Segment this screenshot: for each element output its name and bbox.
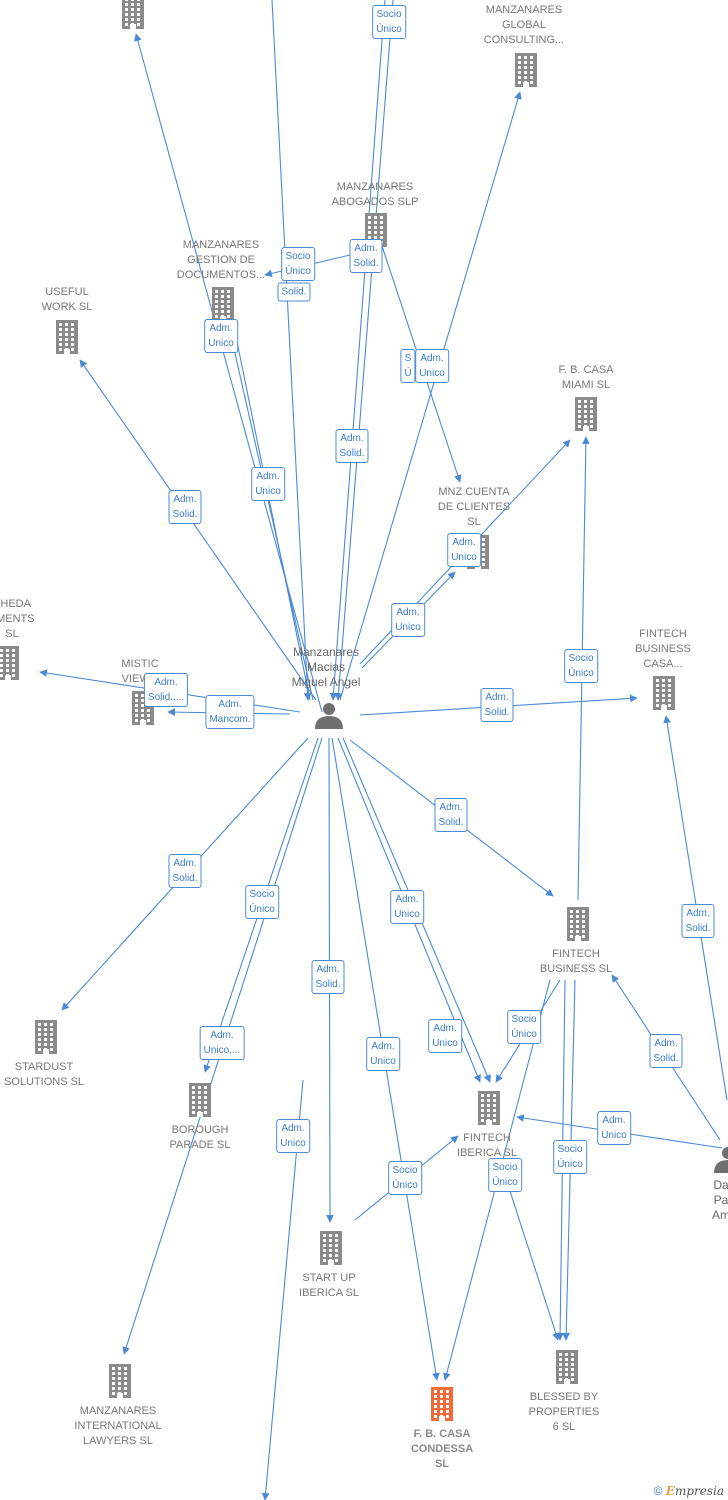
edge-role-label[interactable]: Adm. Unico [204,319,238,353]
building-icon[interactable] [556,1350,578,1384]
node-label-intl[interactable]: MANZANARES INTERNATIONAL LAWYERS SL [74,1405,162,1447]
edge-role-label[interactable]: Adm. Unico [597,1111,631,1145]
edge-role-label[interactable]: Adm. Solid. [480,688,514,722]
node-label-iberica[interactable]: FINTECH IBERICA SL [457,1132,517,1159]
copyright-symbol: © [653,1484,663,1498]
building-icon[interactable] [122,0,144,29]
empresia-watermark[interactable]: © Empresia [654,1484,724,1498]
edge-role-label[interactable]: Adm. Solid. [311,960,345,994]
building-icon[interactable] [515,53,537,87]
edge-role-label[interactable]: Adm. Unico [390,890,424,924]
building-icon[interactable] [575,397,597,431]
node-label-fbcasa_top[interactable]: FINTECH BUSINESS CASA... [635,628,691,670]
edge-role-label[interactable]: Adm. Solid. [168,490,202,524]
building-icon[interactable] [320,1231,342,1265]
edge-role-label[interactable]: Socio Único [388,1161,422,1195]
building-icon[interactable] [56,320,78,354]
edge-role-label[interactable]: Socio Único [488,1158,522,1192]
edge-role-label[interactable]: Adm. Mancom. [205,695,255,729]
node-label-sheda[interactable]: SHEDA TMENTS SL [0,598,35,640]
building-icon[interactable] [212,287,234,321]
relation-edge [225,321,314,701]
node-label-abogados[interactable]: MANZANARES ABOGADOS SLP [331,181,419,208]
edge-role-label[interactable]: Socio Único [564,649,598,683]
edge-role-label[interactable]: Adm. Solid. [168,854,202,888]
edge-role-label[interactable]: Adm. Solid. [335,429,369,463]
edge-role-label[interactable]: Adm. Solid. [434,798,468,832]
edge-role-label[interactable]: Adm. Unico [251,467,285,501]
edge-role-label[interactable]: Adm. Unico [447,533,481,567]
building-icon[interactable] [653,676,675,710]
person-icon[interactable] [714,1147,728,1173]
building-icon[interactable] [0,646,19,680]
node-label-stardust[interactable]: STARDUST SOLUTIONS SL [3,1061,85,1088]
node-label-borough[interactable]: BOROUGH PARADE SL [169,1124,231,1151]
brand-logo: Empresia [665,1484,724,1498]
building-icon[interactable] [431,1387,453,1421]
edge-role-label[interactable]: Adm. Unico,... [199,1026,245,1060]
relation-edge [339,91,522,701]
relation-edge [79,359,317,701]
icons-layer [0,0,728,1421]
node-label-person[interactable]: Manzanares Macias Miguel Angel [291,645,361,689]
node-label-person2[interactable]: Da Pa Am [712,1178,728,1222]
edge-role-label[interactable]: Socio Único [507,1010,541,1044]
edge-role-label[interactable]: S Ú [400,349,416,383]
node-label-mnz[interactable]: MNZ CUENTA DE CLIENTES SL [437,486,511,528]
edge-role-label[interactable]: Adm. Solid. [349,239,383,273]
relation-edge [134,33,323,713]
edge-role-label[interactable]: Socio Único [281,247,315,281]
building-icon[interactable] [35,1020,57,1054]
person-icon[interactable] [315,703,343,729]
edge-role-label[interactable]: Socio Único [372,5,406,39]
building-icon[interactable] [478,1091,500,1125]
edge-role-label[interactable]: Adm. Unico [415,349,449,383]
building-icon[interactable] [109,1364,131,1398]
node-label-miami[interactable]: F. B. CASA MIAMI SL [558,364,614,391]
edge-role-label[interactable]: Adm. Solid. [649,1034,683,1068]
relation-edge [230,321,311,701]
relation-edge [271,0,312,701]
edge-role-label[interactable]: Solid. [277,282,311,302]
node-label-blessed[interactable]: BLESSED BY PROPERTIES 6 SL [528,1391,600,1433]
node-label-useful[interactable]: USEFUL WORK SL [41,286,93,313]
relation-edge [334,0,394,701]
edge-role-label[interactable]: Socio Único [553,1140,587,1174]
node-label-fintech_sl[interactable]: FINTECH BUSINESS SL [539,948,613,975]
edge-role-label[interactable]: Adm. Unico [391,603,425,637]
edge-role-label[interactable]: Adm. Unico [366,1037,400,1071]
node-label-startup[interactable]: START UP IBERICA SL [299,1272,359,1299]
node-label-gestion[interactable]: MANZANARES GESTION DE DOCUMENTOS... [176,239,266,281]
edge-role-label[interactable]: Adm. Unico [428,1019,462,1053]
node-label-condessa[interactable]: F. B. CASA CONDESSA SL [410,1428,474,1470]
edge-role-label[interactable]: Adm. Unico [276,1119,310,1153]
node-label-global[interactable]: MANZANARES GLOBAL CONSULTING... [483,4,565,46]
building-icon[interactable] [567,907,589,941]
edge-role-label[interactable]: Adm. Solid.,... [143,673,189,707]
edge-role-label[interactable]: Adm. Solid. [681,904,715,938]
building-icon[interactable] [189,1083,211,1117]
relation-edge [329,0,386,701]
edge-role-label[interactable]: Socio Único [245,885,279,919]
